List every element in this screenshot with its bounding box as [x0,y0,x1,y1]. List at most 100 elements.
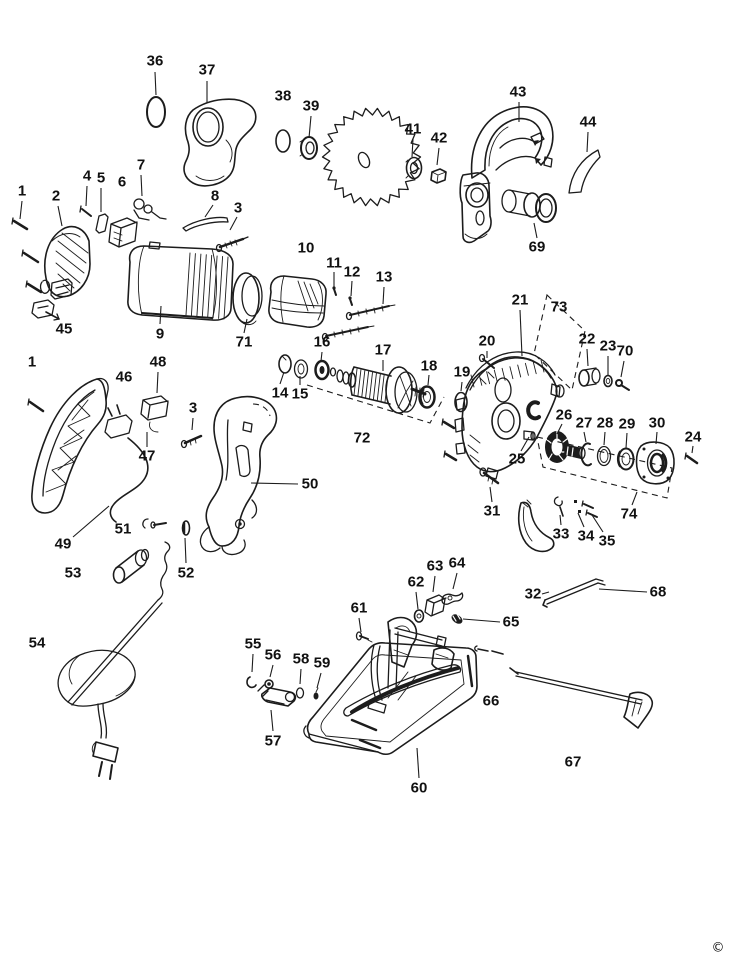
assembly-box-73 [533,293,586,392]
part-number-5: 5 [97,170,105,187]
part-number-49: 49 [55,536,72,553]
leader-lines [19,71,694,779]
clip-55 [246,676,257,689]
leader-line [154,71,157,96]
leader-line [625,432,628,449]
part-number-35: 35 [599,533,616,550]
part-number-3: 3 [234,200,242,217]
c-ring-27 [580,442,592,467]
leader-line [520,436,530,452]
part-number-39: 39 [303,98,320,115]
part-number-55: 55 [245,636,262,653]
part-number-29: 29 [619,416,636,433]
screws-11-12 [332,286,353,306]
part-number-7: 7 [137,157,145,174]
connector-47 [104,404,133,439]
leader-line [85,185,88,207]
part-number-69: 69 [529,239,546,256]
leader-line [191,417,194,431]
leader-line [556,423,563,435]
leader-line [350,280,353,297]
leader-line [583,431,587,443]
part-number-37: 37 [199,62,216,79]
bearing-16 [314,359,330,381]
cylinder-52 [181,520,191,536]
leader-line [691,445,694,454]
leader-line [382,286,385,305]
part-number-38: 38 [275,88,292,105]
leader-line [243,318,248,334]
part-number-30: 30 [649,415,666,432]
leader-line [251,653,254,673]
part-number-48: 48 [150,354,167,371]
leader-line [320,351,323,362]
part-number-68: 68 [650,584,667,601]
field-10 [268,275,327,328]
pin-53 [112,548,150,584]
flange-nut-39 [299,136,318,160]
leader-line [436,147,440,166]
part-number-8: 8 [211,188,219,205]
blade-wrench-32 [542,578,606,608]
leader-line [559,514,562,526]
screw-3-lower [180,434,203,449]
spindle-69 [501,189,557,223]
leader-line [460,381,463,392]
rip-fence-67 [509,667,654,729]
leader-line [250,482,299,485]
leader-line [415,591,419,610]
part-number-73: 73 [551,299,568,316]
part-number-2: 2 [52,188,60,205]
lever-57 [257,684,297,707]
part-number-25: 25 [509,451,526,468]
part-number-36: 36 [147,53,164,70]
wedge-44 [568,149,601,194]
part-number-15: 15 [292,386,309,403]
part-number-22: 22 [579,331,596,348]
part-number-58: 58 [293,651,310,668]
leader-line [411,138,414,158]
screws-part1 [11,217,45,413]
part-number-53: 53 [65,565,82,582]
part-number-6: 6 [118,174,126,191]
part-number-1: 1 [18,183,26,200]
washer-28 [596,445,612,467]
part-number-71: 71 [236,334,253,351]
leader-line [452,572,458,590]
screws-51 [142,518,167,529]
part-number-19: 19 [454,364,471,381]
part-number-50: 50 [302,476,319,493]
pin-25 [523,430,536,441]
leader-line [140,174,143,197]
part-number-9: 9 [156,326,164,343]
leader-line [533,222,538,239]
handle-half-50 [199,395,278,556]
part-number-60: 60 [411,780,428,797]
part-number-46: 46 [116,369,133,386]
part-number-72: 72 [354,430,371,447]
washer-62 [413,609,425,623]
screw-70 [615,379,630,391]
nut-56 [264,679,274,689]
part-number-21: 21 [512,292,529,309]
leader-line [159,305,162,325]
leader-line [229,216,238,231]
motor-end-cap [31,225,91,321]
leader-line [586,131,589,153]
dot-59 [313,687,319,700]
screws-35 [581,500,598,518]
blade-bolt-42 [430,168,447,184]
part-number-20: 20 [479,333,496,350]
part-number-4: 4 [83,168,92,185]
part-number-12: 12 [344,264,361,281]
leader-line [598,588,648,593]
bits-34 [574,500,581,513]
part-number-56: 56 [265,647,282,664]
leader-line [308,115,312,139]
part-number-3: 3 [189,400,197,417]
part-number-62: 62 [408,574,425,591]
leader-line [432,575,436,593]
part-number-13: 13 [376,269,393,286]
leader-line [156,371,159,394]
